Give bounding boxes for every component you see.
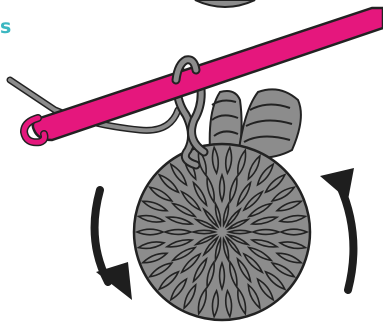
- crochet-circle-motif: [134, 144, 310, 320]
- motif-stitch: [137, 229, 163, 235]
- motif-stitch: [193, 230, 215, 233]
- top-motif-fragment: [195, 0, 255, 7]
- motif-stitch: [253, 230, 279, 235]
- motif-stitch: [229, 230, 251, 233]
- motif-stitch: [281, 229, 307, 235]
- motif-stitch: [220, 263, 225, 289]
- crochet-hook-icon: [24, 8, 383, 142]
- motif-stitch: [165, 230, 191, 235]
- curved-arrow-up-icon: [320, 168, 354, 290]
- curved-arrow-down-icon: [95, 190, 132, 300]
- motif-stitch: [220, 175, 225, 201]
